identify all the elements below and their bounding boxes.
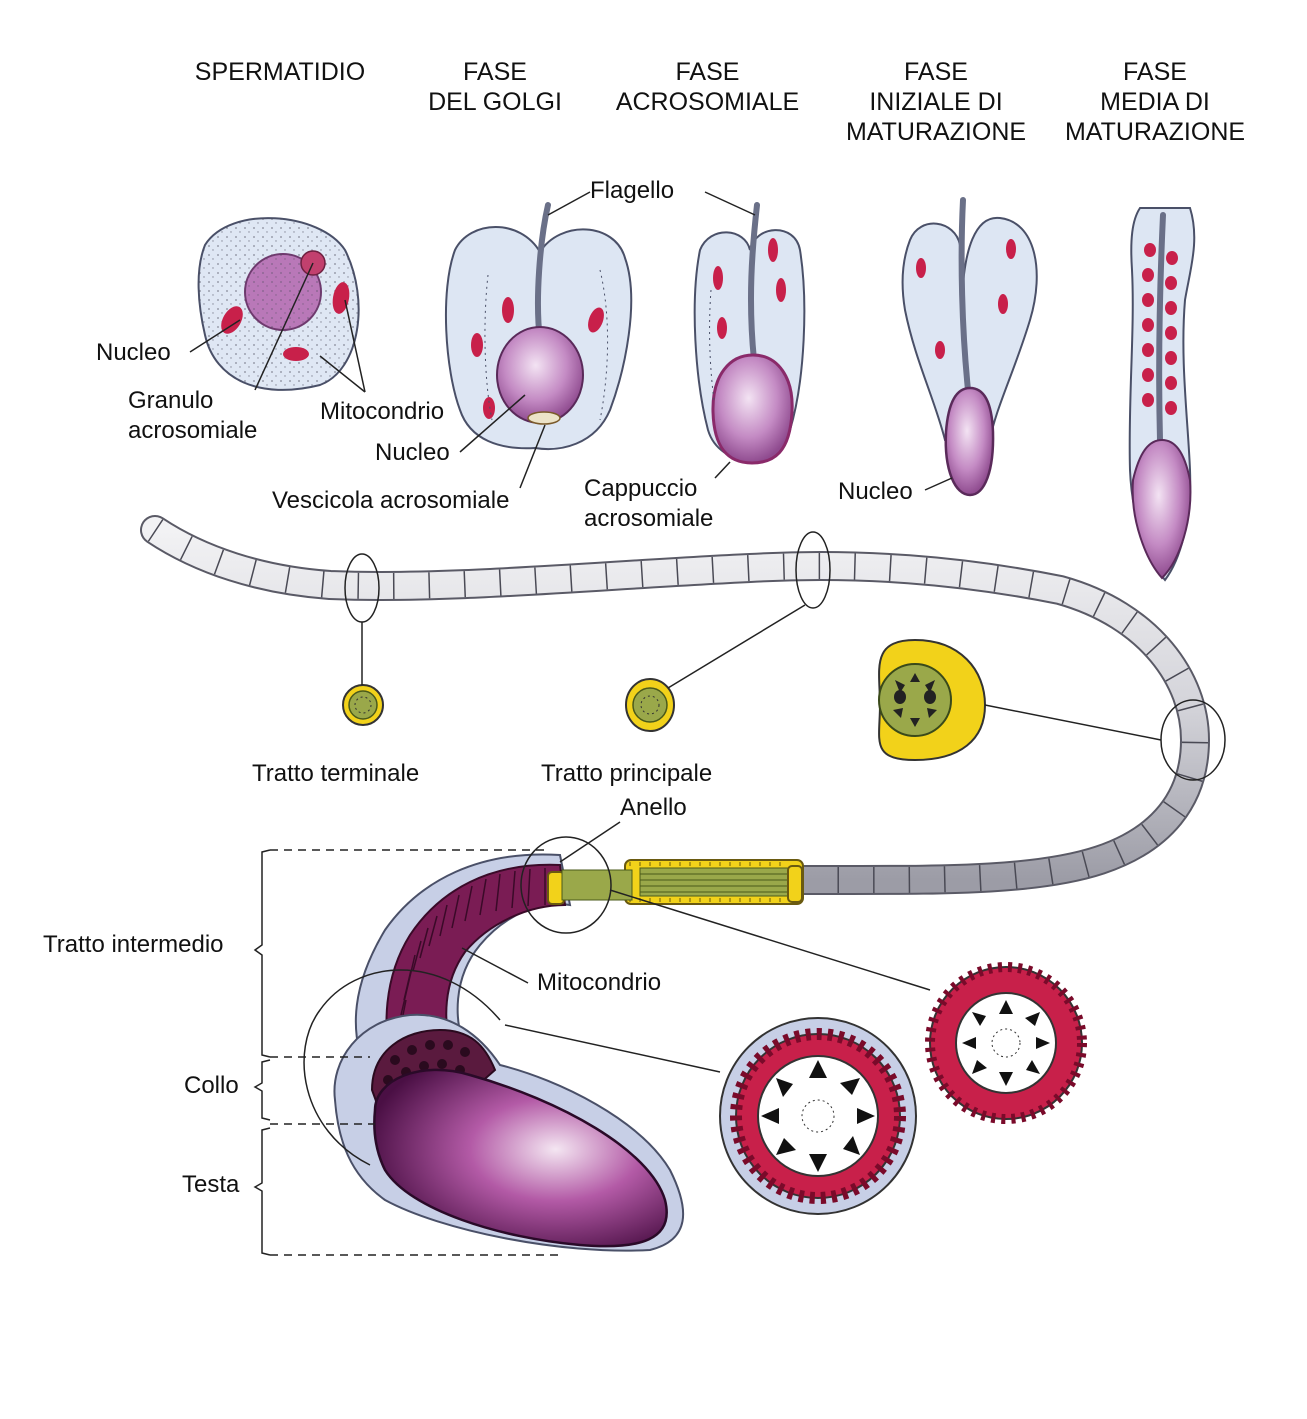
header-fase-golgi-line1: FASE bbox=[463, 58, 527, 86]
header-spermatidio: SPERMATIDIO bbox=[194, 58, 366, 86]
region-brackets bbox=[253, 849, 560, 1256]
label-flagello: Flagello bbox=[590, 177, 675, 204]
header-fase-acrosomiale-line2: ACROSOMIALE bbox=[615, 88, 800, 116]
header-fase-media-line1: FASE bbox=[1123, 58, 1187, 86]
section-end-piece bbox=[342, 684, 384, 726]
label-nucleo-maturazione: Nucleo bbox=[838, 478, 913, 505]
header-fase-acrosomiale-line1: FASE bbox=[675, 58, 740, 86]
section-midpiece-small bbox=[925, 962, 1087, 1124]
label-tratto-terminale: Tratto terminale bbox=[252, 760, 420, 787]
header-fase-media-line2: MEDIA DI bbox=[1100, 88, 1210, 116]
sperm-head bbox=[333, 1013, 684, 1252]
leader-lines bbox=[189, 191, 1226, 1166]
label-nucleo-golgi: Nucleo bbox=[375, 439, 450, 466]
label-granulo-line1: Granulo bbox=[128, 387, 214, 414]
label-cappuccio-line1: Cappuccio bbox=[584, 475, 698, 502]
golgi-phase-cell bbox=[444, 202, 633, 450]
label-cappuccio-line2: acrosomiale bbox=[584, 505, 714, 532]
header-fase-golgi-line2: DEL GOLGI bbox=[428, 88, 562, 116]
sperm-tail bbox=[140, 515, 1211, 895]
label-tratto-intermedio: Tratto intermedio bbox=[43, 931, 224, 958]
label-mitocondrio-midpiece: Mitocondrio bbox=[537, 969, 662, 996]
label-vescicola-acrosomiale: Vescicola acrosomiale bbox=[272, 487, 510, 514]
section-principal-piece bbox=[625, 678, 675, 732]
header-fase-iniziale-line3: MATURAZIONE bbox=[845, 118, 1027, 146]
principal-piece-segment bbox=[624, 859, 804, 905]
early-maturation-cell bbox=[901, 197, 1038, 497]
header-fase-iniziale-line2: INIZIALE DI bbox=[869, 88, 1003, 116]
label-tratto-principale: Tratto principale bbox=[541, 760, 713, 787]
label-granulo-line2: acrosomiale bbox=[128, 417, 258, 444]
label-nucleo-spermatid: Nucleo bbox=[96, 339, 171, 366]
label-anello: Anello bbox=[620, 794, 687, 821]
acrosomal-phase-cell bbox=[693, 202, 806, 465]
spermatid-cell bbox=[197, 217, 360, 391]
label-collo: Collo bbox=[184, 1072, 239, 1099]
section-midpiece-large bbox=[719, 1017, 917, 1215]
label-testa: Testa bbox=[182, 1171, 240, 1198]
section-principal-piece-large bbox=[878, 638, 987, 762]
header-fase-iniziale-line1: FASE bbox=[904, 58, 968, 86]
mid-maturation-cell bbox=[1128, 207, 1196, 582]
label-mitocondrio-spermatid: Mitocondrio bbox=[320, 398, 445, 425]
header-fase-media-line3: MATURAZIONE bbox=[1064, 118, 1246, 146]
